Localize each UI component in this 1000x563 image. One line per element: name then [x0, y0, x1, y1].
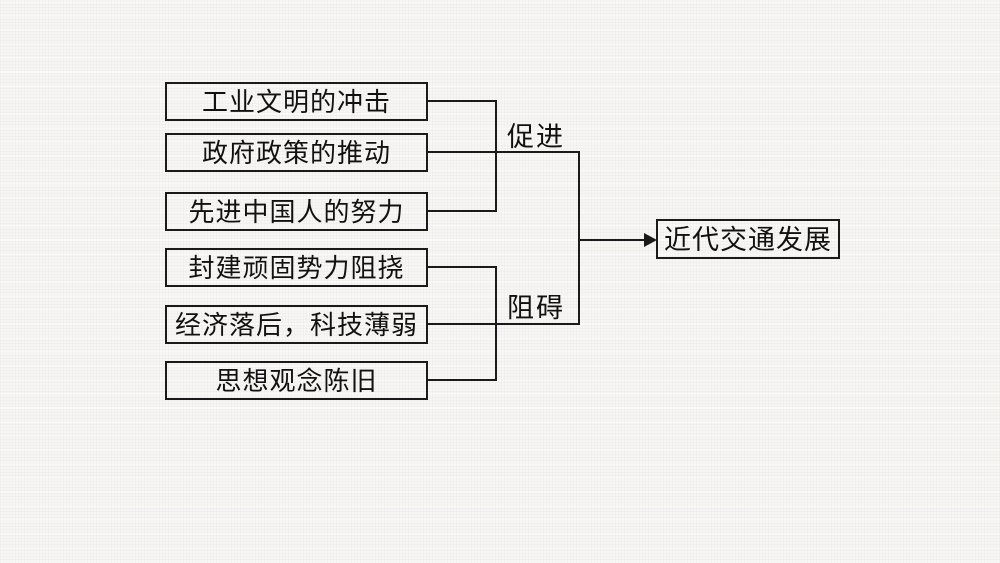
- factor-box-outdated-ideas: 思想观念陈旧: [165, 361, 428, 400]
- hinder-label: 阻碍: [507, 293, 565, 323]
- trunk-line: [578, 151, 580, 325]
- factor-box-industrial-impact: 工业文明的冲击: [165, 82, 428, 121]
- promote-label: 促进: [507, 122, 565, 152]
- factor-box-government-policy: 政府政策的推动: [165, 133, 428, 172]
- connector-line-hinder-3: [428, 379, 497, 381]
- hinder-output-line: [495, 323, 580, 325]
- factor-box-advanced-chinese-efforts: 先进中国人的努力: [165, 192, 428, 231]
- connector-line-hinder-2: [428, 323, 497, 325]
- factor-label-feudal-obstruction: 封建顽固势力阻挠: [188, 253, 405, 283]
- factor-label-economic-backwardness: 经济落后，科技薄弱: [174, 310, 418, 340]
- factor-label-industrial-impact: 工业文明的冲击: [201, 87, 391, 117]
- connector-line-promote-1: [428, 100, 497, 102]
- result-box: 近代交通发展: [656, 219, 840, 259]
- factor-box-economic-backwardness: 经济落后，科技薄弱: [165, 305, 428, 344]
- factor-label-advanced-chinese-efforts: 先进中国人的努力: [188, 197, 405, 227]
- result-label: 近代交通发展: [664, 224, 832, 255]
- promote-output-line: [495, 151, 580, 153]
- arrowhead-icon: [644, 233, 657, 247]
- connector-line-promote-3: [428, 210, 497, 212]
- promote-bracket-line: [495, 100, 497, 212]
- factor-label-government-policy: 政府政策的推动: [201, 138, 391, 168]
- factor-box-feudal-obstruction: 封建顽固势力阻挠: [165, 248, 428, 287]
- factor-label-outdated-ideas: 思想观念陈旧: [215, 366, 378, 396]
- arrow-shaft-line: [578, 239, 646, 241]
- connector-line-promote-2: [428, 151, 497, 153]
- connector-line-hinder-1: [428, 266, 497, 268]
